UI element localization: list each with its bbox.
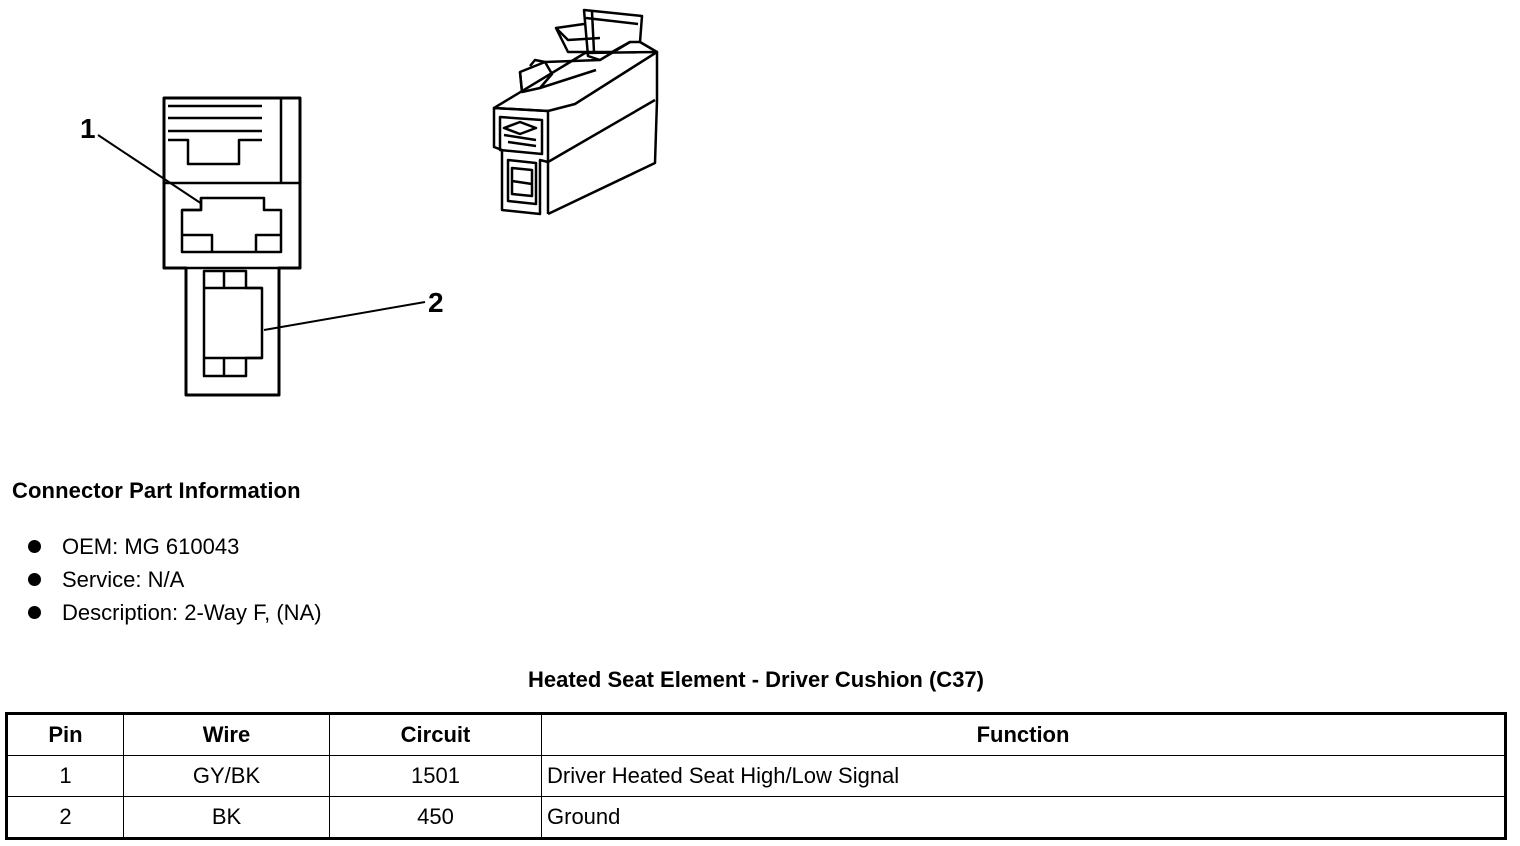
table-row: 1 GY/BK 1501 Driver Heated Seat High/Low… bbox=[6, 755, 1506, 797]
circuit-cell: 1501 bbox=[329, 755, 542, 797]
connector-face-view bbox=[97, 96, 426, 397]
wire-cell: BK bbox=[123, 796, 330, 839]
callout-1: 1 bbox=[80, 113, 96, 144]
callout-2: 2 bbox=[428, 287, 444, 318]
table-row: 2 BK 450 Ground bbox=[6, 796, 1506, 839]
oem-part-number: OEM: MG 610043 bbox=[62, 534, 240, 559]
wire-cell: GY/BK bbox=[123, 755, 330, 797]
service-part-number: Service: N/A bbox=[62, 567, 185, 592]
pin-table: Pin Wire Circuit Function 1 GY/BK 1501 D… bbox=[5, 712, 1507, 840]
connector-description: Description: 2-Way F, (NA) bbox=[62, 600, 322, 625]
pin-table-title: Heated Seat Element - Driver Cushion (C3… bbox=[527, 667, 984, 692]
bullet-icon bbox=[28, 573, 41, 586]
table-header-row: Pin Wire Circuit Function bbox=[6, 713, 1506, 756]
pin-cell: 1 bbox=[6, 755, 124, 797]
column-header-circuit: Circuit bbox=[329, 713, 542, 756]
connector-info-list: OEM: MG 610043 Service: N/A Description:… bbox=[28, 530, 322, 629]
bullet-icon bbox=[28, 540, 41, 553]
column-header-pin: Pin bbox=[6, 713, 124, 756]
list-item: Description: 2-Way F, (NA) bbox=[28, 596, 322, 629]
bullet-icon bbox=[28, 606, 41, 619]
connector-diagram: 1 2 bbox=[80, 8, 659, 397]
circuit-cell: 450 bbox=[329, 796, 542, 839]
column-header-function: Function bbox=[541, 713, 1506, 756]
function-cell: Ground bbox=[541, 796, 1506, 839]
connector-info-heading: Connector Part Information bbox=[12, 478, 301, 503]
connector-isometric-view bbox=[492, 8, 659, 216]
function-cell: Driver Heated Seat High/Low Signal bbox=[541, 755, 1506, 797]
column-header-wire: Wire bbox=[123, 713, 330, 756]
pin-cell: 2 bbox=[6, 796, 124, 839]
list-item: Service: N/A bbox=[28, 563, 322, 596]
list-item: OEM: MG 610043 bbox=[28, 530, 322, 563]
